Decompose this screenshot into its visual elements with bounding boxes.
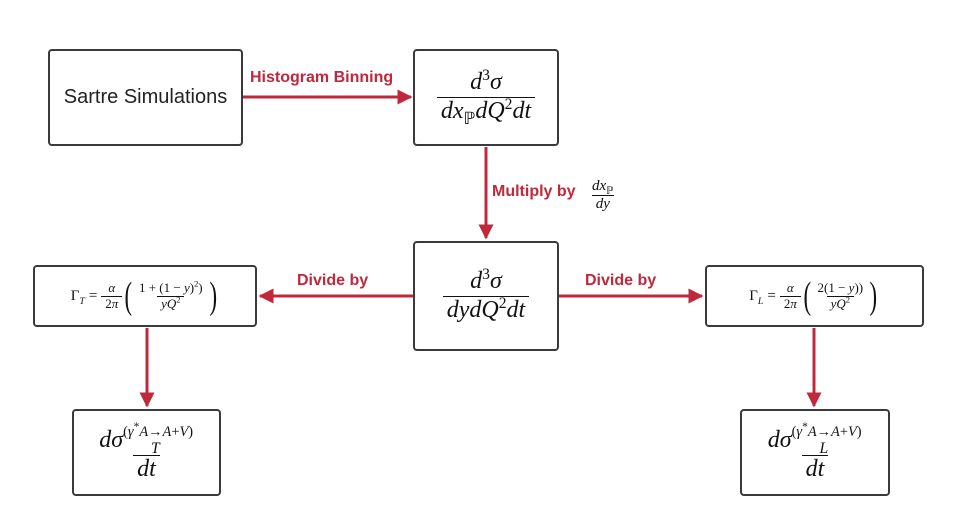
- label-histogram-binning: Histogram Binning: [250, 69, 394, 86]
- multiply-factor: dxℙ dy: [591, 178, 614, 213]
- formula-dsigma-t: dσ(γ*A→A+V)T dt: [99, 421, 194, 482]
- node-sartre-simulations: Sartre Simulations: [48, 49, 243, 146]
- formula-d3sigma-dy: d3σ dydQ2dt: [442, 267, 530, 324]
- label-multiply-by: Multiply by: [492, 183, 576, 200]
- node-dsigma-t: dσ(γ*A→A+V)T dt: [72, 409, 221, 496]
- node-d3sigma-dy: d3σ dydQ2dt: [413, 241, 559, 351]
- node-sartre-label: Sartre Simulations: [63, 86, 228, 108]
- label-divide-by-right: Divide by: [585, 272, 657, 289]
- label-divide-by-left: Divide by: [297, 272, 369, 289]
- node-d3sigma-dxp: d3σ dxℙdQ2dt: [413, 49, 559, 146]
- node-dsigma-l: dσ(γ*A→A+V)L dt: [740, 409, 890, 496]
- formula-dsigma-l: dσ(γ*A→A+V)L dt: [767, 421, 862, 482]
- formula-d3sigma-dxp: d3σ dxℙdQ2dt: [436, 68, 536, 126]
